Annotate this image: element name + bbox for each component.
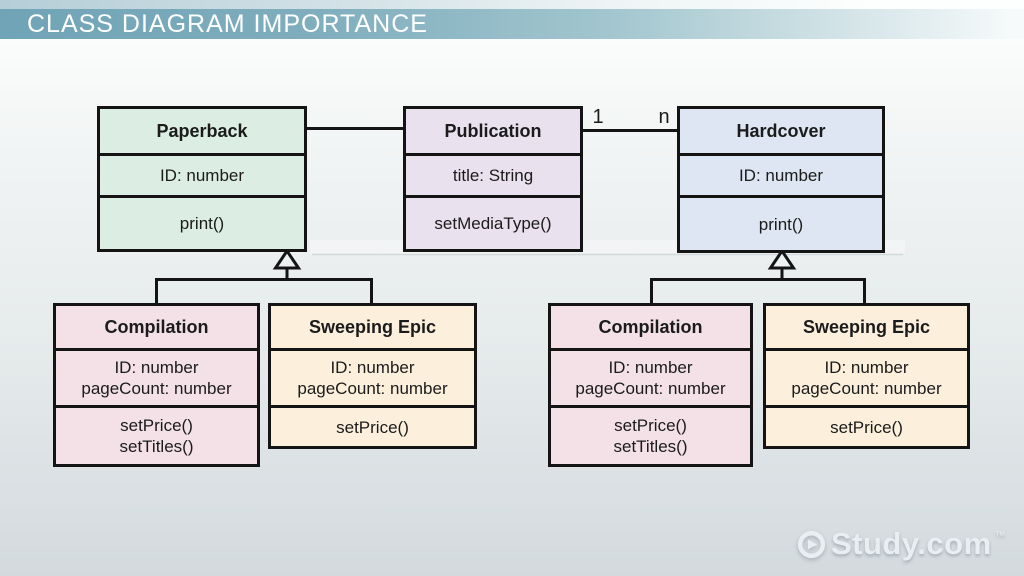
class-attributes: ID: number pageCount: number	[56, 348, 257, 405]
class-methods: setPrice()	[766, 405, 967, 446]
class-box-hardcover: Hardcover ID: number print()	[677, 106, 885, 253]
multiplicity-label-one: 1	[592, 106, 604, 128]
attribute-line: pageCount: number	[297, 379, 448, 398]
class-attributes: title: String	[406, 153, 580, 195]
attribute-line: ID: number	[738, 166, 824, 185]
attribute-line: ID: number	[159, 166, 245, 185]
method-line: setPrice()	[336, 417, 409, 437]
logo-text: Study.com	[831, 526, 992, 561]
class-box-sweeping-epic-right: Sweeping Epic ID: number pageCount: numb…	[763, 303, 970, 449]
method-line: print()	[179, 214, 225, 233]
class-box-sweeping-epic-left: Sweeping Epic ID: number pageCount: numb…	[268, 303, 477, 449]
class-methods: print()	[100, 195, 304, 249]
class-title: Sweeping Epic	[308, 316, 437, 337]
class-attributes: ID: number pageCount: number	[271, 348, 474, 405]
class-title: Hardcover	[736, 120, 826, 141]
method-line: setTitles()	[119, 437, 194, 456]
studycom-logo: Study.com ™	[797, 527, 1006, 561]
generalization-connector-left	[155, 248, 373, 305]
class-methods: setMediaType()	[406, 195, 580, 249]
attribute-line: ID: number	[824, 358, 909, 377]
class-title: Sweeping Epic	[802, 316, 931, 337]
multiplicity-label-n: n	[658, 106, 670, 128]
inheritance-triangle-icon	[767, 248, 797, 270]
inheritance-triangle-icon	[272, 248, 302, 270]
title-bar: CLASS DIAGRAM IMPORTANCE	[0, 9, 1024, 39]
method-line: setMediaType()	[434, 214, 552, 233]
class-attributes: ID: number	[100, 153, 304, 195]
generalization-connector-right	[650, 248, 866, 305]
trademark-symbol: ™	[994, 530, 1006, 542]
class-title: Paperback	[156, 120, 248, 141]
class-box-compilation-right: Compilation ID: number pageCount: number…	[548, 303, 753, 467]
class-attributes: ID: number pageCount: number	[551, 348, 750, 405]
class-box-publication: Publication title: String setMediaType()	[403, 106, 583, 252]
title-bar-highlight	[0, 0, 1024, 9]
attribute-line: ID: number	[608, 358, 693, 377]
class-methods: setPrice() setTitles()	[551, 405, 750, 464]
attribute-line: pageCount: number	[575, 379, 726, 398]
attribute-line: ID: number	[114, 358, 199, 377]
class-title: Compilation	[104, 316, 209, 337]
class-attributes: ID: number	[680, 153, 882, 195]
class-box-compilation-left: Compilation ID: number pageCount: number…	[53, 303, 260, 467]
slide-title: CLASS DIAGRAM IMPORTANCE	[27, 10, 428, 38]
method-line: setPrice()	[830, 417, 903, 437]
class-methods: setPrice()	[271, 405, 474, 446]
class-methods: setPrice() setTitles()	[56, 405, 257, 464]
method-line: setPrice()	[614, 416, 687, 435]
class-box-paperback: Paperback ID: number print()	[97, 106, 307, 252]
class-title: Publication	[444, 120, 542, 141]
class-methods: print()	[680, 195, 882, 250]
attribute-line: title: String	[452, 166, 534, 185]
method-line: setPrice()	[120, 416, 193, 435]
attribute-line: ID: number	[330, 358, 415, 377]
method-line: print()	[758, 214, 804, 234]
method-line: setTitles()	[613, 437, 688, 456]
class-attributes: ID: number pageCount: number	[766, 348, 967, 405]
play-circle-icon	[797, 530, 826, 558]
attribute-line: pageCount: number	[791, 379, 942, 398]
attribute-line: pageCount: number	[81, 379, 232, 398]
class-title: Compilation	[598, 316, 703, 337]
